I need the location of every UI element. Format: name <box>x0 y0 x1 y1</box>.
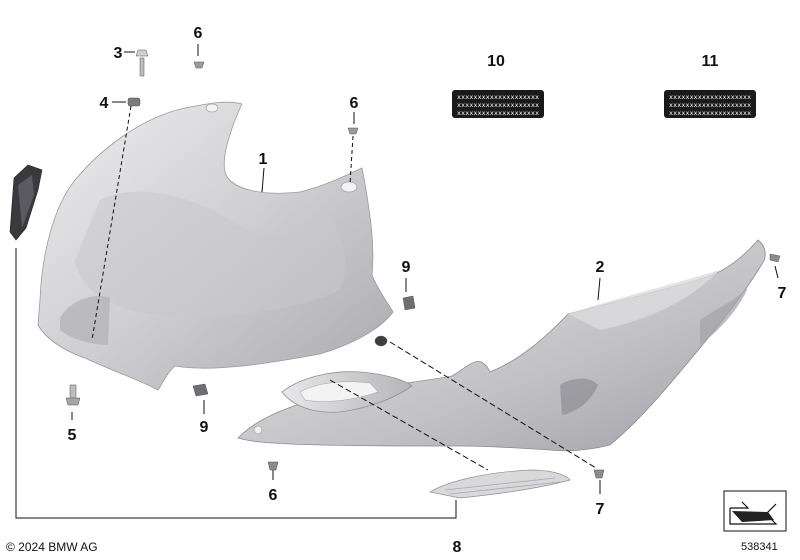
callout-6-top: 6 <box>194 25 203 42</box>
callout-3: 3 <box>114 45 123 62</box>
callout-1: 1 <box>259 151 268 168</box>
arrow-nav-icon[interactable] <box>723 490 787 532</box>
sticker-10: xxxxxxxxxxxxxxxxxxxx xxxxxxxxxxxxxxxxxxx… <box>452 90 544 118</box>
vent-insert <box>281 371 413 413</box>
callout-7-lower: 7 <box>596 501 605 518</box>
part-8-grille <box>429 469 571 499</box>
leader-lines <box>15 44 779 519</box>
part-1-tank-cover <box>37 101 394 391</box>
callout-7-right: 7 <box>778 285 787 302</box>
callout-8: 8 <box>453 539 462 556</box>
sticker-11: xxxxxxxxxxxxxxxxxxxx xxxxxxxxxxxxxxxxxxx… <box>664 90 756 118</box>
sticker-10-line-3: xxxxxxxxxxxxxxxxxxxx <box>457 109 539 117</box>
fasteners <box>65 49 781 479</box>
callout-9-left: 9 <box>200 419 209 436</box>
callout-11: 11 <box>702 53 719 70</box>
callout-4: 4 <box>100 95 109 112</box>
copyright-text: © 2024 BMW AG <box>6 540 98 554</box>
callout-9-right: 9 <box>402 259 411 276</box>
callout-6-lower: 6 <box>269 487 278 504</box>
callout-10: 10 <box>487 53 505 70</box>
sticker-11-line-2: xxxxxxxxxxxxxxxxxxxx <box>669 101 751 109</box>
sticker-10-line-1: xxxxxxxxxxxxxxxxxxxx <box>457 93 539 101</box>
sticker-11-line-3: xxxxxxxxxxxxxxxxxxxx <box>669 109 751 117</box>
side-trim-left <box>9 164 43 241</box>
callout-5: 5 <box>68 427 77 444</box>
sticker-11-line-1: xxxxxxxxxxxxxxxxxxxx <box>669 93 751 101</box>
callout-6-right: 6 <box>350 95 359 112</box>
callout-2: 2 <box>596 259 605 276</box>
callouts: 1 2 3 4 5 6 6 6 7 7 8 9 9 10 11 <box>68 25 787 556</box>
diagram-id: 538341 <box>741 541 778 553</box>
sticker-10-line-2: xxxxxxxxxxxxxxxxxxxx <box>457 101 539 109</box>
